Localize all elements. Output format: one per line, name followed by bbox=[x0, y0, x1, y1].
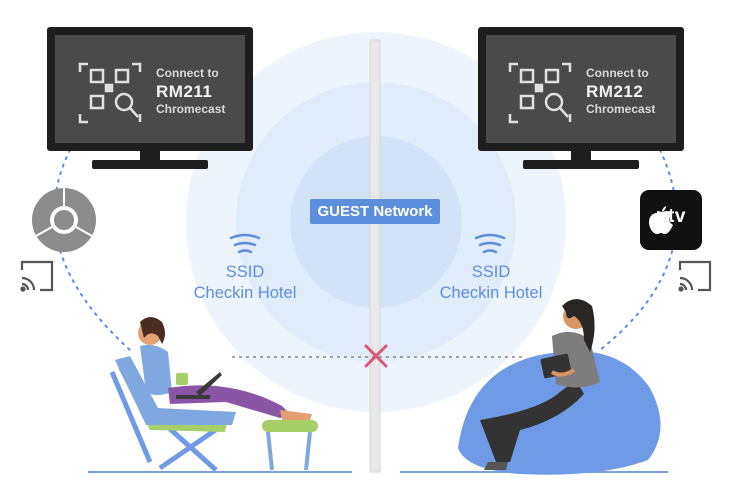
qr-scan-icon bbox=[78, 62, 142, 124]
ssid-right: SSID Checkin Hotel bbox=[418, 262, 564, 304]
ssid-right-line1: SSID bbox=[471, 263, 511, 281]
guest-network-badge: GUEST Network bbox=[310, 199, 440, 224]
apple-tv-logo bbox=[640, 190, 702, 250]
cast-icon bbox=[20, 260, 54, 292]
cast-icon bbox=[678, 260, 712, 292]
chrome-logo-icon bbox=[32, 188, 96, 252]
tv-left-text: Connect to RM211 Chromecast bbox=[156, 66, 225, 116]
tv-right bbox=[478, 27, 684, 169]
right-connection-arc bbox=[599, 149, 678, 351]
tv-left-device-label: Chromecast bbox=[156, 102, 226, 116]
tv-right-room-label: RM212 bbox=[586, 82, 644, 101]
tv-right-device-label: Chromecast bbox=[586, 102, 656, 116]
ssid-left-line2: Checkin Hotel bbox=[193, 284, 297, 302]
tv-left-connect-label: Connect to bbox=[156, 66, 219, 80]
divider-wall bbox=[369, 39, 381, 473]
apple-logo-icon bbox=[649, 206, 673, 234]
ssid-right-line2: Checkin Hotel bbox=[439, 284, 543, 302]
tv-right-text: Connect to RM212 Chromecast bbox=[586, 66, 655, 116]
tv-right-connect-label: Connect to bbox=[586, 66, 649, 80]
apple-tv-label: tv bbox=[668, 206, 686, 227]
blocked-x-icon bbox=[364, 344, 388, 368]
ssid-left-line1: SSID bbox=[225, 263, 265, 281]
right-person-beanbag bbox=[458, 299, 661, 475]
tv-left bbox=[47, 27, 253, 169]
qr-scan-icon bbox=[508, 62, 572, 124]
tv-left-room-label: RM211 bbox=[156, 82, 213, 101]
ssid-left: SSID Checkin Hotel bbox=[172, 262, 318, 304]
left-person-lounge-chair bbox=[109, 317, 318, 472]
wifi-signal-icon bbox=[229, 233, 261, 254]
wifi-signal-icon bbox=[474, 233, 506, 254]
